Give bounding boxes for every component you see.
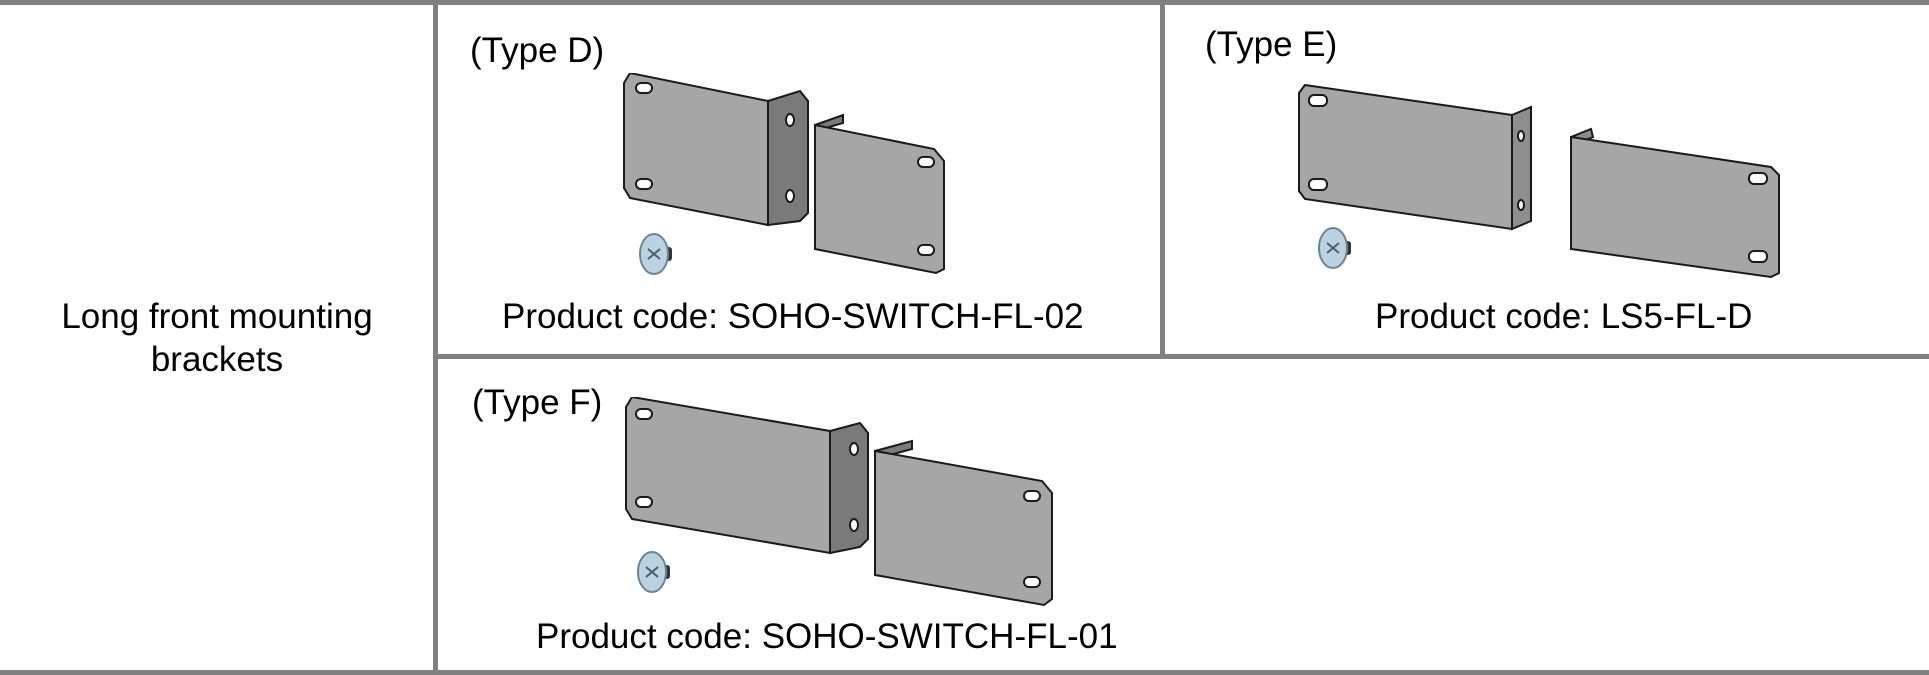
bracket-hole — [849, 442, 859, 456]
table-column-divider — [433, 0, 438, 675]
bracket-hole — [849, 518, 859, 532]
bracket-drawing-d — [623, 73, 945, 275]
bracket-left-face — [1298, 83, 1513, 231]
bracket-left-face — [623, 73, 769, 227]
bracket-left-flange — [1511, 105, 1532, 231]
table-row-divider — [433, 354, 1929, 359]
product-code-f: Product code: SOHO-SWITCH-FL-01 — [536, 617, 1118, 656]
bracket-right-face — [814, 123, 945, 275]
screw-cross — [647, 248, 661, 260]
table-cell-divider — [1160, 0, 1165, 359]
bracket-hole — [1023, 576, 1041, 588]
product-code-e: Product code: LS5-FL-D — [1375, 297, 1753, 336]
row-label-line-1: Long front mounting — [61, 296, 373, 336]
bracket-hole — [1748, 250, 1768, 263]
bracket-drawing-e — [1298, 83, 1780, 279]
bracket-right-face — [1570, 135, 1780, 279]
cell-type-e: (Type E) Product code: LS5-FL-D — [1165, 5, 1929, 354]
row-label-line-2: brackets — [150, 339, 284, 379]
bracket-hole — [1308, 178, 1328, 191]
product-code-d: Product code: SOHO-SWITCH-FL-02 — [502, 297, 1084, 336]
bracket-drawing-f — [625, 397, 1053, 607]
bracket-hole — [1517, 130, 1525, 142]
bracket-hole — [635, 82, 653, 94]
bracket-hole — [635, 408, 653, 420]
type-label-f: (Type F) — [472, 383, 603, 422]
bracket-hole — [635, 178, 653, 190]
bracket-hole — [635, 496, 653, 508]
bracket-hole — [1748, 172, 1768, 185]
bracket-hole — [1517, 199, 1525, 211]
bracket-hole — [917, 244, 935, 256]
bracket-left-flange — [829, 421, 869, 555]
bracket-hole — [1308, 94, 1328, 107]
bracket-hole — [785, 189, 795, 203]
bracket-left-flange — [767, 89, 809, 227]
bracket-hole — [785, 113, 795, 127]
table-top-border — [0, 0, 1929, 5]
screw-cross — [1326, 242, 1340, 254]
bracket-right-face — [874, 449, 1053, 607]
bracket-hole — [917, 156, 935, 168]
cell-type-f: (Type F) Product code: SOHO-SWITCH-FL-01 — [438, 359, 1929, 670]
type-label-e: (Type E) — [1205, 25, 1338, 64]
cell-type-d: (Type D) (Type E) Product code: SOHO-SWI… — [438, 5, 1160, 354]
screw-cross — [645, 566, 659, 578]
row-label-cell: Long front mounting brackets — [0, 5, 434, 670]
type-label-d: (Type D) — [470, 31, 605, 70]
bracket-left-face — [625, 397, 831, 555]
table-bottom-border — [0, 670, 1929, 675]
bracket-hole — [1023, 490, 1041, 502]
